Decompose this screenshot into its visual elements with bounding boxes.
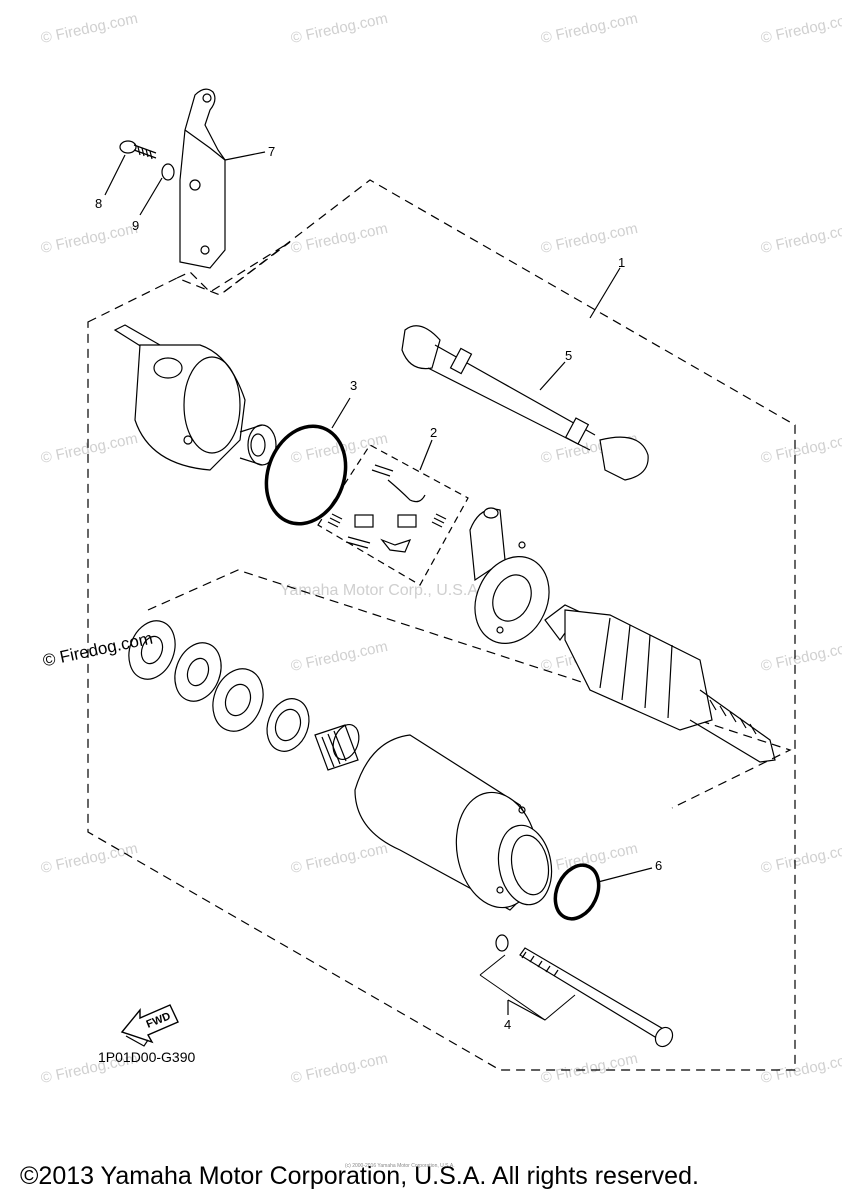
front-cover: [113, 324, 246, 471]
leader-7: [224, 151, 266, 161]
leader-8: [104, 154, 126, 196]
armature: [544, 604, 776, 763]
leader-9: [139, 177, 163, 216]
callout-6: 6: [655, 858, 663, 873]
shaft-5: [401, 325, 649, 481]
diagram-code: 1P01D00-G390: [98, 1049, 196, 1065]
washer-9: [161, 163, 175, 181]
callout-7: 7: [268, 144, 276, 159]
brush-holder-parts: [327, 464, 447, 553]
center-watermark: Yamaha Motor Corp., U.S.A.: [280, 582, 483, 599]
callout-4: 4: [504, 1017, 512, 1032]
washer-4: [495, 934, 509, 952]
long-bolt-4: [519, 947, 674, 1048]
leader-5: [539, 361, 566, 391]
callout-8: 8: [95, 196, 103, 211]
callout-9: 9: [132, 218, 140, 233]
motor-yoke: [354, 734, 553, 911]
callout-2: 2: [430, 425, 438, 440]
o-ring-6: [553, 863, 601, 921]
copyright-notice: ©2013 Yamaha Motor Corporation, U.S.A. A…: [20, 1162, 699, 1190]
brush-box: [317, 444, 469, 586]
fwd-arrow: [120, 1004, 179, 1047]
leader-2: [419, 439, 433, 471]
needle-bearing: [314, 723, 360, 771]
o-ring-3: [264, 424, 348, 526]
shim-washer: [174, 642, 222, 702]
leader-1: [589, 267, 621, 319]
callout-3: 3: [350, 378, 358, 393]
leader-4: [507, 999, 546, 1021]
bushing: [239, 424, 277, 466]
bolt-8: [119, 140, 157, 160]
lower-box: [147, 569, 792, 809]
mounting-bracket: [179, 88, 226, 269]
tiny-footer: (c) 2000-2016 Yamaha Motor Corporation, …: [345, 1163, 455, 1169]
assembly-outline: [87, 179, 796, 1071]
shim-washer: [212, 668, 264, 732]
callout-1: 1: [618, 255, 626, 270]
leader-6: [597, 867, 653, 883]
bearing: [266, 698, 310, 752]
bracket-outline: [176, 241, 291, 296]
leader-3: [331, 397, 351, 429]
brush-plate: [469, 507, 550, 644]
callout-5: 5: [565, 348, 573, 363]
shim-washer: [128, 620, 176, 680]
